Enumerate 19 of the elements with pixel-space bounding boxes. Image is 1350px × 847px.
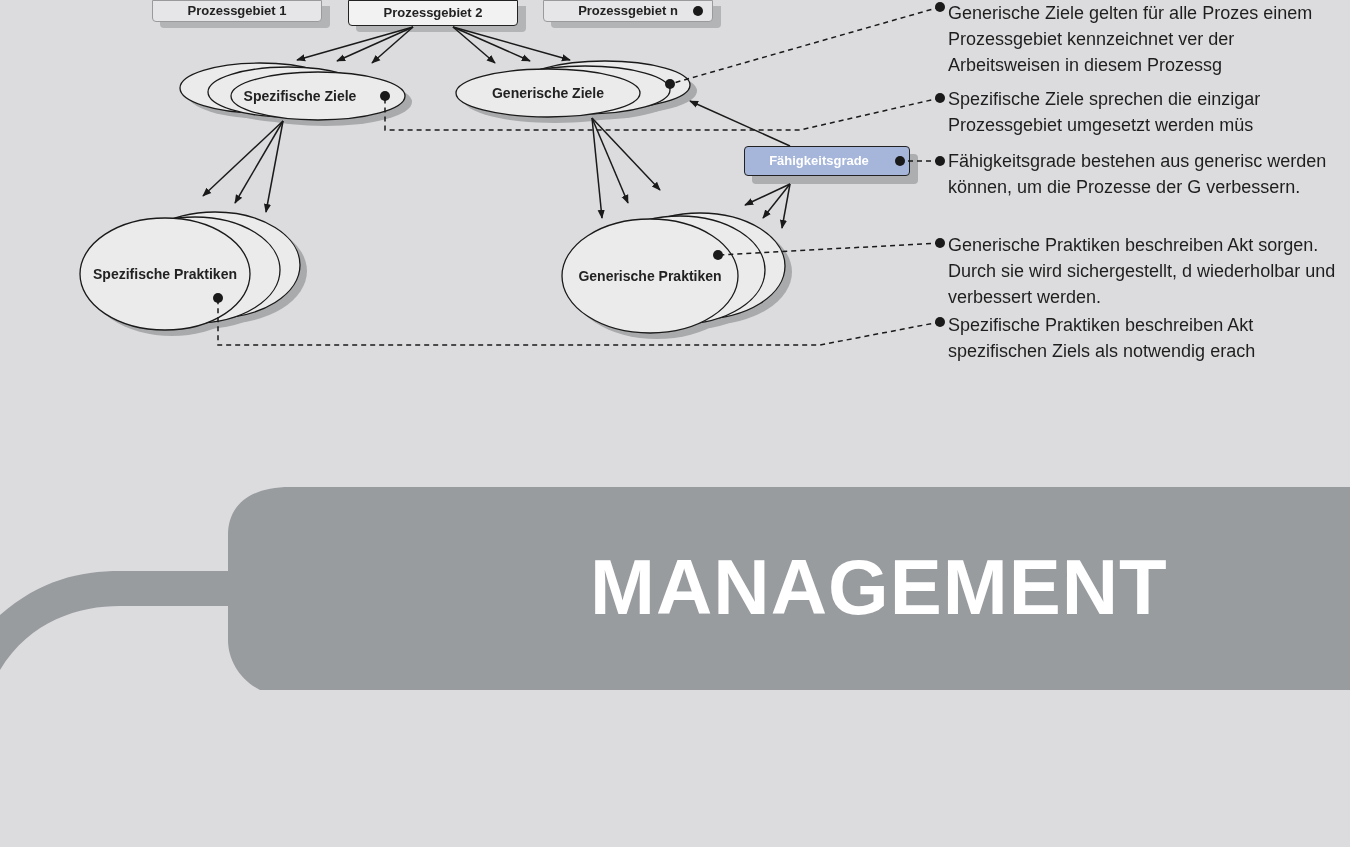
arrow (591, 117, 661, 191)
annotation-text: Spezifische Ziele sprechen die einzigar Prozessgebiet umgesetzt werden müs (934, 86, 1350, 144)
leader-line (213, 293, 945, 346)
arrow (263, 120, 284, 213)
arrow (452, 26, 531, 62)
leader-line (895, 156, 945, 166)
section-title: MANAGEMENT (590, 548, 1168, 626)
annotation-text: Fähigkeitsgrade bestehen aus generisc werden können, um die Prozesse der G verbessern. (934, 148, 1350, 232)
arrow (371, 26, 414, 64)
arrow (591, 117, 629, 204)
arrow (689, 100, 791, 147)
annotation-text: Generische Ziele gelten für alle Prozes einem Prozessgebiet kennzeichnet ver der Arbeitsweisen in diesem Prozessg (934, 0, 1350, 84)
leader-line (665, 2, 945, 89)
arrow (234, 120, 284, 204)
arrow (591, 117, 605, 219)
arrow (452, 26, 496, 64)
arrow (202, 120, 284, 197)
arrow (452, 26, 571, 62)
arrow (336, 26, 414, 62)
